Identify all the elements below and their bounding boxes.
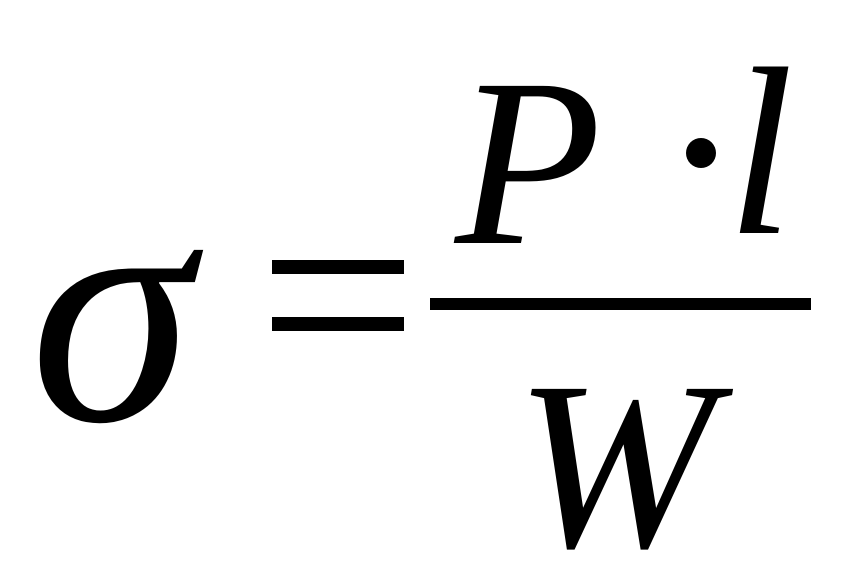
numerator-p: P bbox=[455, 29, 602, 295]
equals-sign-bottom-bar bbox=[272, 317, 404, 331]
fraction-bar bbox=[430, 298, 811, 310]
equals-sign-top-bar bbox=[272, 260, 404, 274]
numerator-l: l bbox=[727, 19, 794, 285]
sigma-symbol: σ bbox=[30, 127, 193, 492]
denominator-w: W bbox=[515, 332, 715, 587]
multiplication-dot-icon bbox=[686, 138, 716, 168]
